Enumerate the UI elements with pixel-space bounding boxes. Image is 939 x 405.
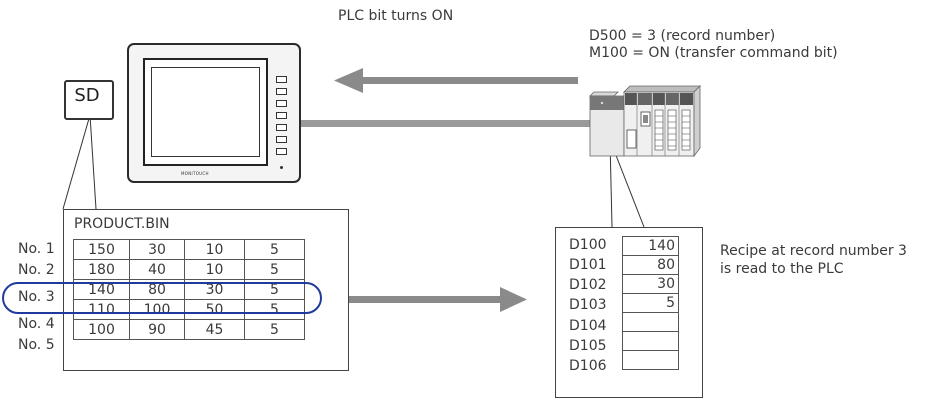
record-label: No. 3 <box>18 289 55 305</box>
recipe-note-line2: is read to the PLC <box>720 261 844 277</box>
hmi-function-key <box>276 136 287 143</box>
register-name: D106 <box>569 358 607 374</box>
table-cell: 5 <box>244 259 305 280</box>
hmi-function-key <box>276 76 287 83</box>
plc-to-hmi-arrow <box>334 68 578 93</box>
table-row: 110 100 50 5 <box>73 299 305 320</box>
hmi-brand-label: MONITOUCH <box>181 171 209 176</box>
table-cell: 90 <box>129 319 185 340</box>
table-cell: 180 <box>73 259 130 280</box>
hmi-function-key <box>276 124 287 131</box>
register-name: D103 <box>569 297 607 313</box>
hmi-function-key <box>276 148 287 155</box>
sd-card-label: SD <box>74 85 100 106</box>
table-to-plc-arrow <box>344 287 527 312</box>
m100-label: M100 = ON (transfer command bit) <box>589 45 838 61</box>
register-name: D101 <box>569 257 607 273</box>
hmi-screen <box>143 58 268 166</box>
table-cell: 10 <box>184 259 245 280</box>
hmi-function-key <box>276 112 287 119</box>
record-label: No. 5 <box>18 337 55 353</box>
table-cell: 30 <box>129 239 185 260</box>
register-value <box>622 312 679 332</box>
register-value: 140 <box>622 236 679 256</box>
register-value <box>622 331 679 351</box>
table-cell: 10 <box>184 239 245 260</box>
register-value: 80 <box>622 255 679 275</box>
table-cell: 45 <box>184 319 245 340</box>
table-row: 100 90 45 5 <box>73 319 305 340</box>
plc-bit-label: PLC bit turns ON <box>338 8 454 24</box>
hmi-function-key <box>276 88 287 95</box>
register-value: 30 <box>622 274 679 294</box>
register-value <box>622 350 679 370</box>
d500-label: D500 = 3 (record number) <box>589 28 776 44</box>
file-name: PRODUCT.BIN <box>74 216 170 232</box>
plc-icon <box>589 85 701 158</box>
hmi-function-key <box>276 100 287 107</box>
hmi-plc-cable <box>300 120 590 127</box>
recipe-note-line1: Recipe at record number 3 <box>720 243 907 259</box>
sd-card-icon <box>64 80 114 120</box>
record-highlight <box>2 282 322 314</box>
recipe-table: 150 30 10 5 180 40 10 5 140 80 30 5 110 … <box>73 239 305 340</box>
table-cell: 100 <box>73 319 130 340</box>
table-row: 180 40 10 5 <box>73 259 305 280</box>
table-cell: 5 <box>244 319 305 340</box>
sd-callout-lines <box>62 114 97 210</box>
table-cell: 5 <box>244 239 305 260</box>
register-name: D100 <box>569 237 607 253</box>
table-cell: 40 <box>129 259 185 280</box>
register-value: 5 <box>622 293 679 313</box>
record-label: No. 1 <box>18 241 55 257</box>
table-cell: 150 <box>73 239 130 260</box>
register-name: D104 <box>569 318 607 334</box>
record-label: No. 2 <box>18 262 55 278</box>
record-label: No. 4 <box>18 316 55 332</box>
table-row: 150 30 10 5 <box>73 239 305 260</box>
hmi-led-icon <box>280 166 283 169</box>
register-name: D105 <box>569 338 607 354</box>
register-name: D102 <box>569 277 607 293</box>
